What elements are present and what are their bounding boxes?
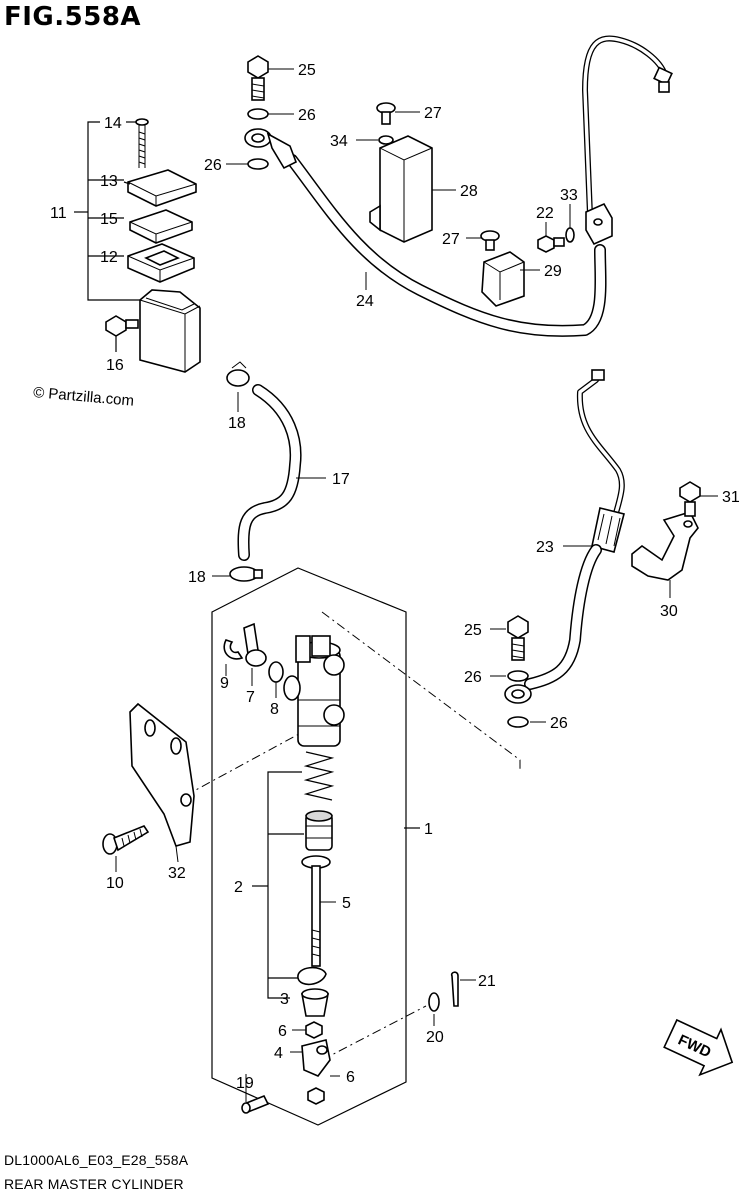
spring: [303, 751, 335, 801]
piston: [305, 810, 333, 851]
callout-2: 2: [234, 879, 243, 896]
leader-lines: [115, 68, 718, 1102]
washer-26-bottom: [507, 716, 529, 728]
callout-14: 14: [104, 115, 122, 132]
callout-4: 4: [274, 1045, 283, 1062]
callout-10: 10: [106, 875, 124, 892]
callout-3: 3: [280, 991, 289, 1008]
callout-21: 21: [478, 973, 496, 990]
callout-26b: 26: [204, 157, 222, 174]
callout-15: 15: [100, 211, 118, 228]
assembly-1-outline: [211, 567, 407, 1126]
bolt-31: [679, 481, 701, 517]
callout-17: 17: [332, 471, 350, 488]
reservoir-hose-17: [237, 384, 302, 561]
fitting-7: [243, 622, 267, 667]
callout-12: 12: [100, 249, 118, 266]
diagram-code: DL1000AL6_E03_E28_558A: [4, 1152, 189, 1168]
callout-28: 28: [460, 183, 478, 200]
callout-29: 29: [544, 263, 562, 280]
callout-27b: 27: [442, 231, 460, 248]
callout-9: 9: [220, 675, 229, 692]
callout-13: 13: [100, 173, 118, 190]
callout-11: 11: [50, 205, 67, 222]
callout-33: 33: [560, 187, 578, 204]
washer-26-lower: [507, 670, 529, 682]
washer-34: [378, 135, 394, 145]
reservoir-cap-13: [123, 169, 197, 207]
washer-33: [565, 227, 575, 243]
reservoir-assembly: [74, 118, 201, 373]
callout-22: 22: [536, 205, 554, 222]
washer-26-top: [247, 108, 269, 120]
joint-block: [585, 202, 613, 246]
callouts: 1 2 3 4 5 6 6 7 8 9 10 11 12 13 14 15 16…: [50, 62, 740, 1092]
washer-26-mid: [247, 158, 269, 170]
pushrod-5: [301, 855, 331, 967]
circlip: [297, 966, 327, 986]
diagram-name: REAR MASTER CYLINDER: [4, 1176, 184, 1192]
callout-25b: 25: [464, 622, 482, 639]
callout-32: 32: [168, 865, 186, 882]
rear-brake-hose-24: [244, 35, 673, 337]
circlip-9: [223, 639, 244, 660]
callout-31: 31: [722, 489, 740, 506]
clamp-18-upper: [226, 361, 250, 387]
bolt-10: [102, 825, 150, 855]
callout-30: 30: [660, 603, 678, 620]
callout-26a: 26: [298, 107, 316, 124]
o-ring-8: [268, 661, 284, 683]
callout-19: 19: [236, 1075, 254, 1092]
callout-5: 5: [342, 895, 351, 912]
figure-title: FIG.558A: [4, 2, 142, 32]
nut-6-lower: [307, 1087, 325, 1105]
callout-6a: 6: [278, 1023, 287, 1040]
callout-25a: 25: [298, 62, 316, 79]
callout-6b: 6: [346, 1069, 355, 1086]
rear-brake-hose-23: [504, 369, 625, 704]
callout-26d: 26: [550, 715, 568, 732]
callout-8: 8: [270, 701, 279, 718]
callout-20: 20: [426, 1029, 444, 1046]
clamp-18-lower: [229, 566, 263, 582]
screw-27-upper: [376, 102, 396, 125]
callout-34: 34: [330, 133, 348, 150]
fwd-arrow: FWD: [663, 1018, 734, 1077]
callout-18a: 18: [228, 415, 246, 432]
cotter-pin-21: [450, 971, 459, 1007]
clamp-29: [481, 251, 525, 307]
callout-16: 16: [106, 357, 124, 374]
master-cylinder-body: [283, 635, 345, 747]
bracket-32: [129, 702, 195, 847]
callout-26c: 26: [464, 669, 482, 686]
bolt-16: [105, 315, 139, 352]
callout-23: 23: [536, 539, 554, 556]
callout-1: 1: [424, 821, 433, 838]
diaphragm-12: [127, 243, 195, 283]
nut-6-upper: [305, 1021, 323, 1039]
callout-7: 7: [246, 689, 255, 706]
bolt-22: [537, 235, 565, 253]
callout-18b: 18: [188, 569, 206, 586]
guide-line-hose: [321, 611, 521, 770]
bolt-25-top: [247, 55, 269, 101]
washer-20: [428, 992, 440, 1012]
callout-24: 24: [356, 293, 374, 310]
guard-28: [369, 135, 433, 243]
screw-14: [126, 118, 149, 168]
screw-27-lower: [480, 230, 500, 251]
clamp-30: [631, 511, 699, 581]
pin-19: [241, 1094, 270, 1114]
diaphragm-plate-15: [129, 209, 193, 244]
clevis-4: [301, 1039, 331, 1077]
callout-27a: 27: [424, 105, 442, 122]
bolt-25-lower: [507, 615, 529, 661]
reservoir-tank: [139, 289, 201, 373]
boot-3: [301, 988, 329, 1017]
